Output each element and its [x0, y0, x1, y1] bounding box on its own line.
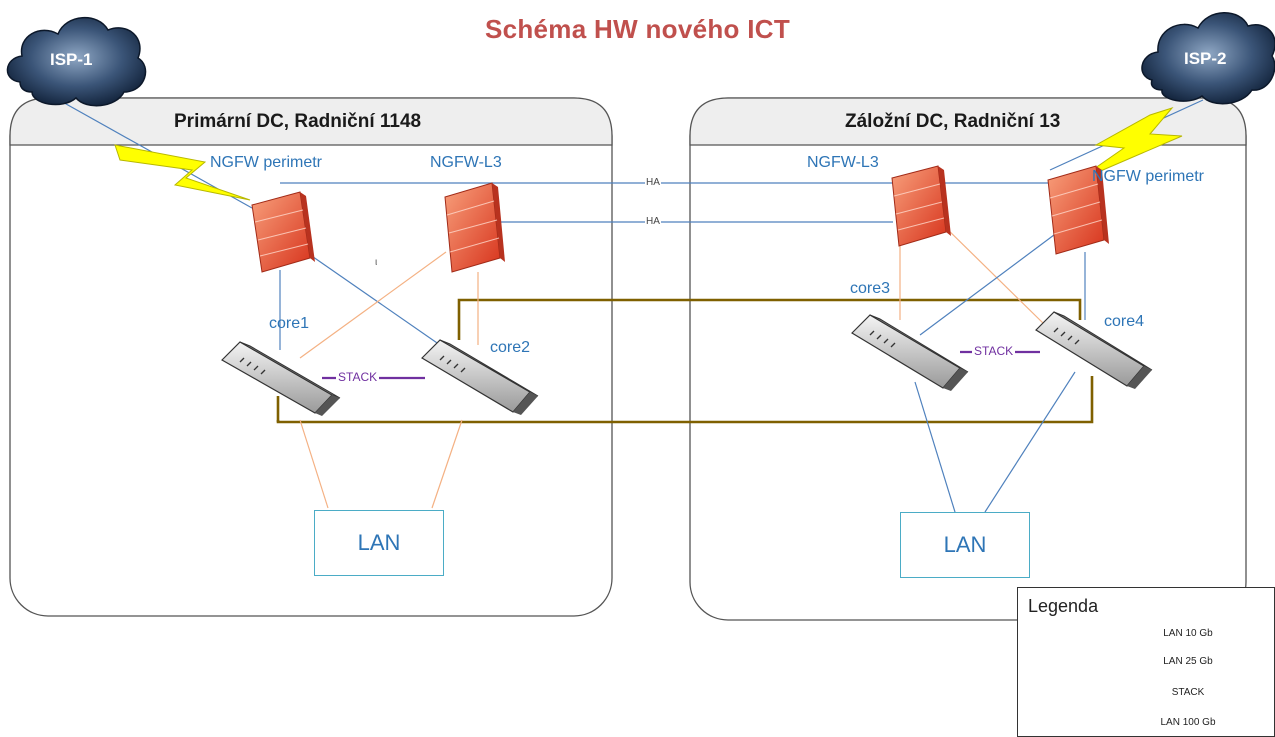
core2-switch-icon	[421, 339, 539, 415]
legend-item-lan-100gb: LAN 100 Gb	[1018, 714, 1274, 734]
isp2-cloud-icon	[1141, 12, 1275, 105]
primary-ngfw-perimeter-label: NGFW perimetr	[210, 154, 322, 171]
legend-item-stack: STACK	[1018, 684, 1274, 704]
core4-switch-icon	[1035, 311, 1153, 389]
backup-ngfw-perimeter-label: NGFW perimetr	[1092, 168, 1204, 185]
isp2-lightning-icon	[1074, 106, 1183, 183]
core4-label: core4	[1104, 313, 1145, 330]
primary-dc-container	[9, 97, 613, 617]
legend-label: LAN 25 Gb	[1163, 656, 1213, 667]
lan-100gb-ring	[276, 298, 1094, 424]
backup-stack-label: STACK	[972, 344, 1016, 358]
backup-ngfw-perimeter-firewall-icon	[1047, 165, 1109, 255]
core1-label: core1	[269, 315, 310, 332]
ha-label-top: HA	[645, 177, 661, 188]
isp1-lightning-icon	[114, 144, 251, 201]
diagram-title: Schéma HW nového ICT	[484, 14, 791, 44]
legend: Legenda LAN 10 Gb LAN 25 Gb STACK LAN 10…	[1017, 587, 1275, 737]
backup-ngfw-l3-label: NGFW-L3	[807, 154, 879, 171]
core1-switch-icon	[221, 341, 341, 416]
primary-ngfw-l3-label: NGFW-L3	[430, 154, 502, 171]
backup-lan-box: LAN	[900, 512, 1030, 578]
legend-label: LAN 10 Gb	[1163, 628, 1213, 639]
primary-ngfw-perimeter-firewall-icon	[251, 191, 315, 273]
backup-dc-title: Záložní DC, Radniční 13	[845, 111, 1061, 132]
legend-title: Legenda	[1028, 596, 1099, 616]
isp1-cloud-icon	[6, 16, 147, 107]
core2-label: core2	[490, 339, 531, 356]
primary-lan-box: LAN	[314, 510, 444, 576]
ha-label-bottom: HA	[645, 216, 661, 227]
primary-dc-links	[279, 251, 479, 509]
legend-item-lan-25gb: LAN 25 Gb	[1018, 653, 1274, 673]
backup-ngfw-l3-firewall-icon	[891, 165, 951, 247]
stray-mark: ι	[374, 257, 379, 268]
primary-stack-label: STACK	[336, 370, 380, 384]
core3-switch-icon	[851, 314, 969, 391]
isp1-label: ISP-1	[50, 50, 93, 69]
primary-dc-title: Primární DC, Radniční 1148	[174, 111, 422, 132]
primary-ngfw-l3-firewall-icon	[444, 182, 505, 273]
isp2-label: ISP-2	[1184, 49, 1227, 68]
legend-label: STACK	[1171, 687, 1205, 698]
legend-item-lan-10gb: LAN 10 Gb	[1018, 625, 1274, 645]
legend-label: LAN 100 Gb	[1160, 717, 1216, 728]
core3-label: core3	[850, 280, 891, 297]
